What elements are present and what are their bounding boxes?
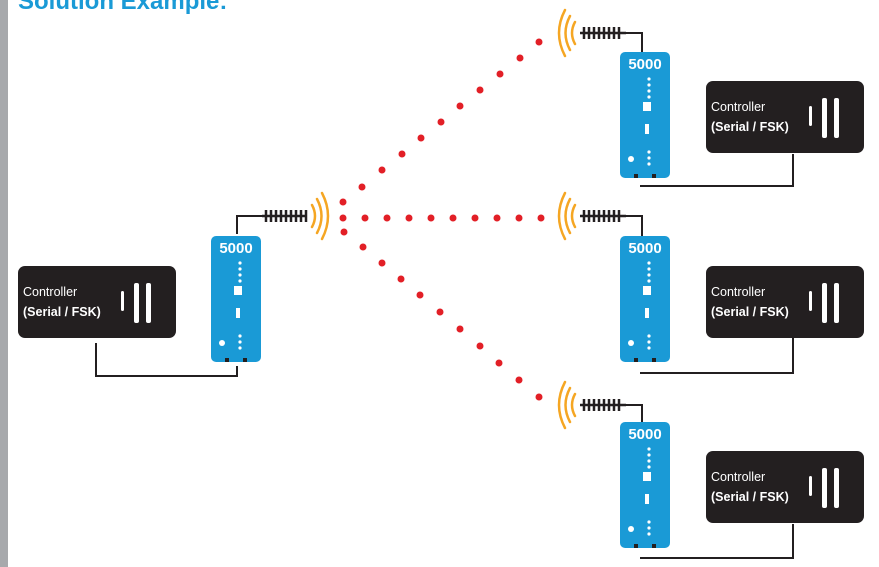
- radio-model-label: 5000: [219, 240, 253, 257]
- radio-wave-left-icon: [310, 191, 330, 241]
- antenna-mast-left: [236, 215, 262, 234]
- radio-left: 5000: [211, 236, 261, 362]
- radio-wave-middle-icon: [557, 191, 577, 241]
- antenna-mast-bottom: [626, 404, 643, 422]
- antenna-mast-top: [626, 32, 643, 52]
- controller-model: (Serial / FSK): [711, 120, 789, 134]
- radio-indicators-icon: [628, 447, 656, 548]
- radio-top: 5000: [620, 52, 670, 178]
- controller-name: Controller: [23, 285, 78, 299]
- radio-indicators-icon: [219, 261, 247, 362]
- cable-top: [640, 154, 794, 187]
- cable-bottom: [640, 524, 794, 559]
- controller-top: Controller (Serial / FSK): [706, 81, 864, 153]
- radio-bottom: 5000: [620, 422, 670, 548]
- radio-middle: 5000: [620, 236, 670, 362]
- controller-bars-icon: [809, 98, 849, 138]
- controller-left: Controller (Serial / FSK): [18, 266, 176, 338]
- radio-indicators-icon: [628, 261, 656, 362]
- controller-middle: Controller (Serial / FSK): [706, 266, 864, 338]
- signal-dots: [339, 38, 545, 401]
- radio-model-label: 5000: [628, 240, 662, 257]
- controller-name: Controller: [711, 285, 766, 299]
- controller-bars-icon: [121, 283, 161, 323]
- antenna-top-icon: [580, 27, 626, 39]
- left-side-bar: [0, 0, 8, 567]
- controller-bottom: Controller (Serial / FSK): [706, 451, 864, 523]
- cable-left: [95, 343, 238, 377]
- radio-model-label: 5000: [628, 426, 662, 443]
- controller-bars-icon: [809, 283, 849, 323]
- radio-wave-bottom-icon: [557, 380, 577, 430]
- radio-model-label: 5000: [628, 56, 662, 73]
- controller-model: (Serial / FSK): [23, 305, 101, 319]
- page-heading: Solution Example:: [18, 0, 228, 15]
- antenna-middle-icon: [580, 210, 626, 222]
- controller-model: (Serial / FSK): [711, 490, 789, 504]
- antenna-mast-middle: [626, 215, 643, 236]
- controller-bars-icon: [809, 468, 849, 508]
- antenna-left-icon: [262, 210, 308, 222]
- controller-name: Controller: [711, 100, 766, 114]
- radio-indicators-icon: [628, 77, 656, 178]
- cable-middle: [640, 338, 794, 374]
- radio-wave-top-icon: [557, 8, 577, 58]
- controller-model: (Serial / FSK): [711, 305, 789, 319]
- controller-name: Controller: [711, 470, 766, 484]
- antenna-bottom-icon: [580, 399, 626, 411]
